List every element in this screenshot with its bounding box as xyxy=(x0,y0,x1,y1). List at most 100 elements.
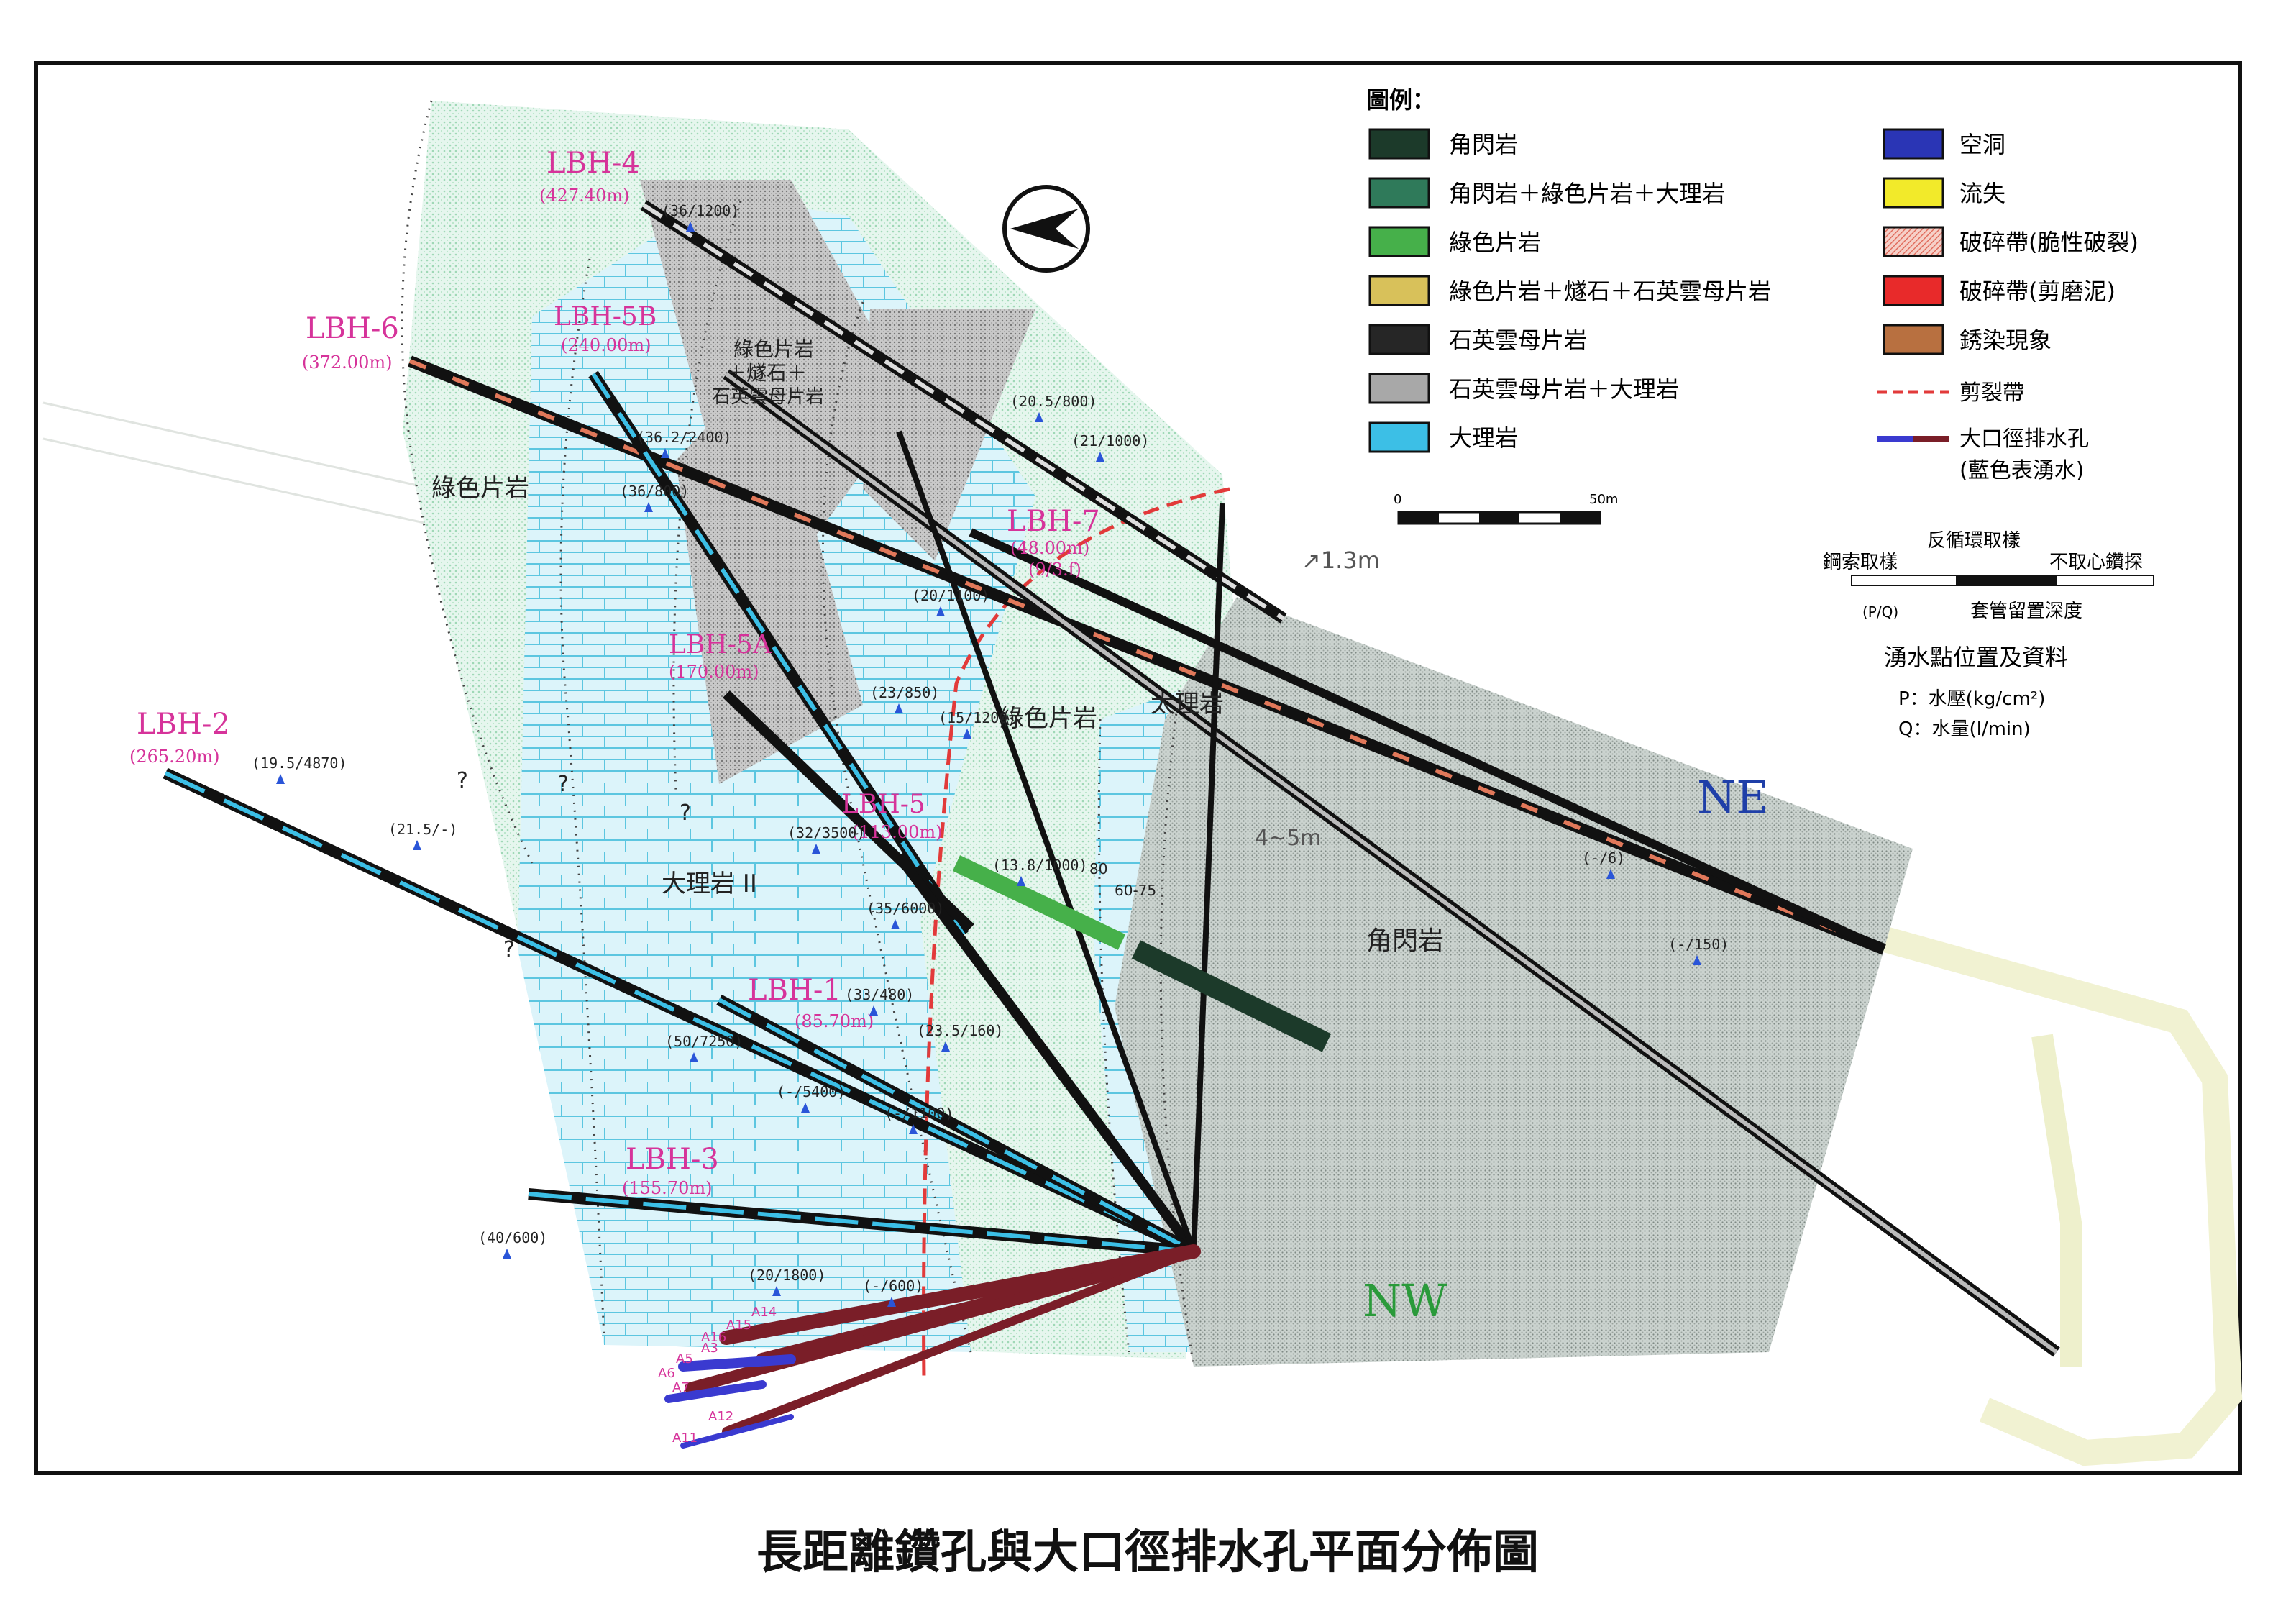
hole-name-lbh-5b: LBH-5B xyxy=(554,302,657,332)
legend-title: 圖例： xyxy=(1366,86,1435,114)
zone-greenschist-left: 綠色片岩 xyxy=(431,474,529,503)
legend-drain-note: (藍色表湧水) xyxy=(1959,458,2084,483)
inflow-arrow-icon xyxy=(891,919,900,929)
drain-id-label: A3 xyxy=(701,1341,718,1356)
drain-id-label: A14 xyxy=(751,1305,777,1320)
hole-depth-lbh-1: (85.70m) xyxy=(795,1011,874,1031)
hole-name-lbh-7: LBH-7 xyxy=(1007,505,1100,538)
dip-80: 80 xyxy=(1089,860,1107,877)
drain-id-label: A11 xyxy=(672,1431,698,1446)
drain-id-label: A15 xyxy=(726,1318,751,1333)
hole-depth-lbh-5: (113.00m) xyxy=(852,822,942,842)
scale-0: 0 xyxy=(1394,492,1401,507)
zone-marble-mid: 太理岩 xyxy=(1151,690,1224,719)
legend-label: 角閃岩 xyxy=(1449,131,1518,158)
inflow-label: (36.2/2400) xyxy=(636,429,731,446)
legend-label: 石英雲母片岩＋大理岩 xyxy=(1449,375,1679,403)
legend-swatch-greenschist xyxy=(1368,226,1430,257)
inflow-arrow-icon xyxy=(661,448,669,458)
inflow-label: (35/6000) xyxy=(866,900,944,917)
inflow-label: (-/150) xyxy=(1668,936,1729,953)
legend-label: 空洞 xyxy=(1959,131,2005,158)
borehole-lbh-5a xyxy=(723,690,974,932)
hand-note-1: ↗1.3m xyxy=(1302,547,1380,574)
hole-name-lbh-2: LBH-2 xyxy=(137,708,230,741)
inflow-label: (-/5400) xyxy=(777,1083,846,1100)
inflow-label: (33/480) xyxy=(845,986,914,1003)
green-segment xyxy=(952,855,1126,950)
inflow-arrow-icon xyxy=(909,1124,918,1134)
inflow-label: (36/1200) xyxy=(662,202,739,219)
core-label-2: 反循環取樣 xyxy=(1927,530,2021,552)
legend-swatch-qms_marble xyxy=(1368,373,1430,404)
legend-drain-label: 大口徑排水孔 xyxy=(1959,426,2089,452)
inflow-arrow-icon xyxy=(1035,412,1043,422)
legend-swatch-amph_green_marble xyxy=(1368,177,1430,209)
hole-depth-lbh-6: (372.00m) xyxy=(302,352,392,373)
legend-swatch-quartz_mica_schist xyxy=(1368,324,1430,355)
legend-label: 破碎帶(脆性破裂) xyxy=(1959,229,2139,256)
inflow-label: (21/1000) xyxy=(1071,432,1149,450)
inflow-label: (40/600) xyxy=(478,1229,547,1246)
drain-inflow xyxy=(678,1354,796,1372)
inflow-arrow-icon xyxy=(869,1005,878,1016)
p-line: P：水壓(kg/cm²) xyxy=(1898,688,2045,710)
core-label-1: 鋼索取樣 xyxy=(1823,552,1898,573)
drain-hole xyxy=(722,1247,1198,1436)
zone-chert-1: 綠色片岩 xyxy=(733,337,814,361)
inflow-label: (-/6) xyxy=(1582,849,1625,867)
inflow-arrow-icon xyxy=(686,222,695,232)
borehole-lbh-5 xyxy=(895,852,1198,1255)
amphibolite-zone xyxy=(1115,597,1913,1367)
hole-name-lbh-4: LBH-4 xyxy=(546,147,640,180)
hole-depth-lbh-4: (427.40m) xyxy=(539,186,629,206)
legend-swatch-cavity xyxy=(1883,128,1944,160)
inflow-label: (23/850) xyxy=(870,684,939,701)
zone-greenschist-mid: 綠色片岩 xyxy=(1000,704,1097,733)
inflow-arrow-icon xyxy=(887,1297,896,1307)
drain-inflow xyxy=(664,1380,767,1403)
question-mark: ? xyxy=(680,800,691,826)
legend-label: 銹染現象 xyxy=(1959,327,2052,354)
inflow-label: (20/1800) xyxy=(748,1267,825,1284)
zone-marble-ii: 大理岩 II xyxy=(662,870,757,898)
inflow-arrow-icon xyxy=(936,606,945,616)
drain-id-label: A7 xyxy=(672,1380,690,1395)
legend-label: 綠色片岩 xyxy=(1449,229,1541,256)
legend-swatch-marble xyxy=(1368,421,1430,453)
inflow-arrow-icon xyxy=(812,844,820,854)
chert-block-2 xyxy=(676,360,863,784)
inflow-arrow-icon xyxy=(690,1052,698,1062)
hole-name-lbh-3: LBH-3 xyxy=(626,1143,719,1176)
inflow-label: (23.5/160) xyxy=(917,1022,1003,1039)
drain-id-label: A5 xyxy=(676,1351,693,1367)
amphibolite-segment xyxy=(1131,940,1332,1052)
hole-depth-lbh-5a: (170.00m) xyxy=(669,662,759,682)
zone-chert-3: 石英雲母片岩 xyxy=(712,386,824,408)
fan-line-1 xyxy=(1191,503,1225,1252)
hole-name-lbh-6: LBH-6 xyxy=(306,312,399,345)
inflow-label: (-/1100) xyxy=(884,1105,953,1122)
legend-label: 流失 xyxy=(1959,180,2005,207)
shear-zone-line xyxy=(922,487,1230,1382)
inflow-arrow-icon xyxy=(1096,452,1104,462)
inflow-arrow-icon xyxy=(503,1249,511,1259)
inflow-label: (15/1200) xyxy=(938,709,1016,726)
drain-id-label: A12 xyxy=(708,1409,733,1424)
legend-swatch-loss xyxy=(1883,177,1944,209)
hole-name-lbh-5a: LBH-5A xyxy=(669,630,772,660)
hole-depth-lbh-2: (265.20m) xyxy=(129,747,219,767)
legend-label: 綠色片岩＋燧石＋石英雲母片岩 xyxy=(1449,278,1771,305)
north-arrow-icon xyxy=(1002,185,1090,273)
legend-label: 石英雲母片岩 xyxy=(1449,327,1587,354)
inflow-arrow-icon xyxy=(413,840,421,850)
inflow-arrow-icon xyxy=(772,1286,781,1296)
zone-chert-2: ＋燧石＋ xyxy=(726,361,807,385)
question-mark: ? xyxy=(457,768,468,793)
hole-depth-lbh-3: (155.70m) xyxy=(622,1178,712,1198)
core-label-3: 不取心鑽探 xyxy=(2049,552,2143,573)
inflow-label: (13.8/1000) xyxy=(992,857,1087,874)
casing-label: 套管留置深度 xyxy=(1970,601,2082,622)
hole-depth-lbh-5b: (240.00m) xyxy=(561,335,651,355)
